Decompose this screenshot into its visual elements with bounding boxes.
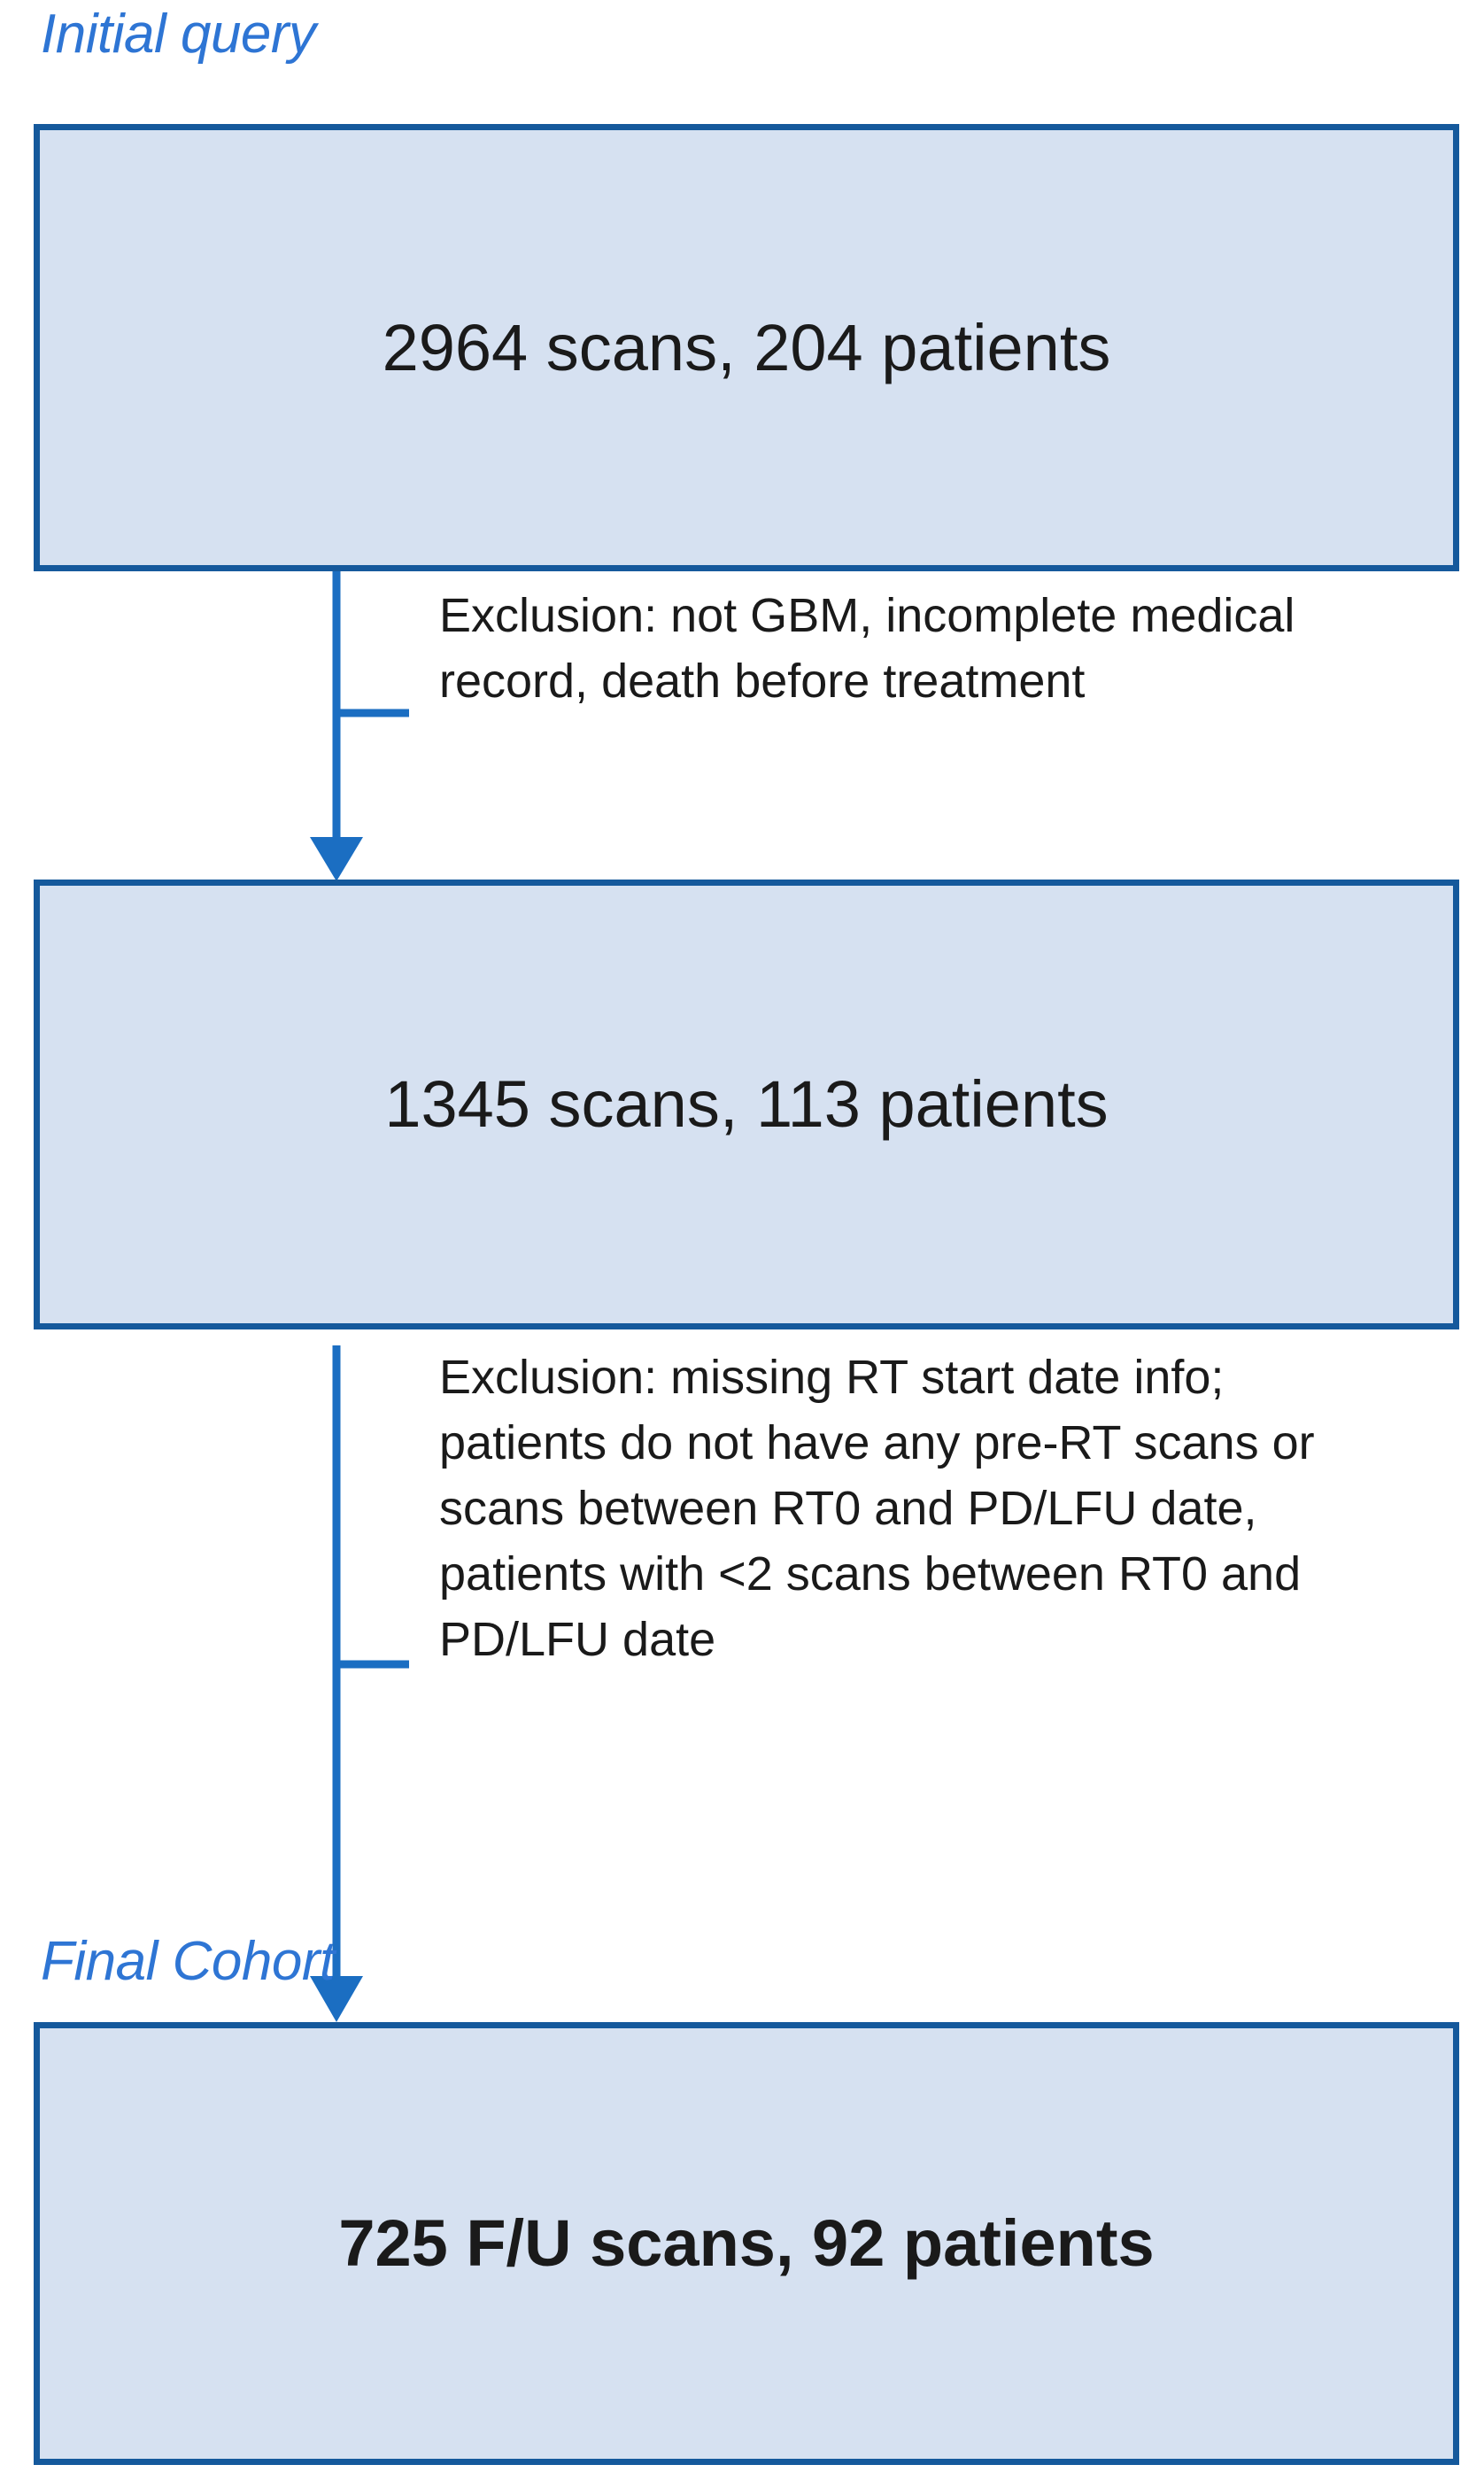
down-arrow-icon bbox=[310, 571, 409, 881]
connector-filtered-to-final bbox=[292, 1329, 514, 2022]
flow-box-initial-query-text: 2964 scans, 204 patients bbox=[382, 310, 1111, 384]
connector-initial-to-filtered bbox=[292, 571, 514, 881]
flow-box-filtered: 1345 scans, 113 patients bbox=[34, 880, 1459, 1329]
flow-box-initial-query: 2964 scans, 204 patients bbox=[34, 124, 1459, 571]
flow-box-final-cohort-text: 725 F/U scans, 92 patients bbox=[338, 2206, 1155, 2280]
stage-label-final-cohort: Final Cohort bbox=[41, 1931, 335, 1992]
stage-label-initial-query: Initial query bbox=[41, 4, 316, 65]
down-arrow-icon bbox=[310, 1345, 409, 2022]
flow-box-filtered-text: 1345 scans, 113 patients bbox=[384, 1067, 1109, 1141]
exclusion-note-1: Exclusion: not GBM, incomplete medical r… bbox=[439, 589, 1295, 708]
flow-box-final-cohort: 725 F/U scans, 92 patients bbox=[34, 2022, 1459, 2465]
exclusion-note-2: Exclusion: missing RT start date info; p… bbox=[439, 1351, 1315, 1666]
